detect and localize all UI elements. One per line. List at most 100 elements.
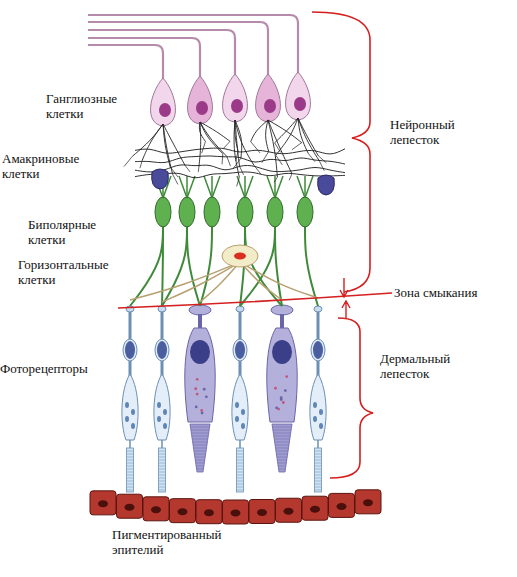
ganglion-dendrite [163, 124, 185, 166]
ganglion-nucleus [264, 99, 276, 113]
cone-granule [274, 387, 277, 390]
disc-stripe [315, 478, 322, 479]
rod-axon [317, 312, 320, 341]
disc-stripe [315, 484, 322, 485]
disc-stripe [315, 454, 322, 455]
disc-stripe [274, 436, 291, 437]
disc-stripe [159, 475, 166, 476]
disc-stripe [127, 478, 134, 479]
rod-inner-segment [232, 374, 248, 440]
disc-stripe [278, 466, 286, 467]
part-label: Горизонтальные клетки [18, 258, 104, 287]
disc-stripe [315, 466, 322, 467]
disc-stripe [159, 457, 166, 458]
ganglion-dendrite [200, 122, 227, 156]
disc-stripe [127, 475, 134, 476]
disc-stripe [190, 427, 209, 428]
rod-cilium [317, 440, 319, 448]
epithelium-cell [90, 491, 116, 515]
ganglion-soma [286, 72, 311, 120]
horizontal-process [162, 262, 240, 302]
horizontal-process [240, 262, 318, 298]
epithelium-cell [117, 494, 143, 518]
bipolar-cells [130, 176, 318, 306]
horizontal-cell [130, 245, 318, 302]
amacrine-soma [318, 175, 335, 195]
cone-nucleus [272, 340, 292, 364]
epithelium-nucleus [231, 509, 241, 516]
disc-stripe [278, 463, 287, 464]
epithelium-cell [355, 490, 381, 514]
disc-stripe [127, 466, 134, 467]
disc-stripe [159, 460, 166, 461]
disc-stripe [315, 472, 322, 473]
disc-stripe [237, 484, 244, 485]
ganglion-axon [88, 38, 200, 78]
disc-stripe [159, 484, 166, 485]
ganglion-axon [88, 45, 163, 80]
mitochondrion [125, 416, 129, 422]
disc-stripe [237, 475, 244, 476]
dendrite-twig [251, 142, 260, 153]
mitochondrion [313, 402, 317, 408]
disc-stripe [127, 469, 134, 470]
dendrite-twig [292, 143, 302, 150]
neural-bracket [312, 12, 370, 292]
rod-soma [123, 339, 137, 361]
rod-cell [310, 306, 326, 492]
cone-granule [196, 378, 199, 381]
cone-outer-segment [272, 424, 292, 472]
disc-stripe [237, 460, 244, 461]
cone-granule [194, 387, 197, 390]
cone-granule [200, 409, 203, 412]
bipolar-dendrite [130, 225, 163, 306]
disc-stripe [195, 457, 205, 458]
rod-outer-segment [159, 448, 166, 492]
mitochondrion [313, 416, 317, 422]
disc-stripe [237, 490, 244, 491]
mitochondrion [157, 416, 161, 422]
ganglion-axon [88, 22, 268, 76]
disc-stripe [237, 454, 244, 455]
rod-soma [155, 339, 169, 361]
epithelium-nucleus [98, 500, 108, 507]
disc-stripe [315, 451, 322, 452]
disc-stripe [159, 469, 166, 470]
part-label: Биполярные клетки [28, 218, 108, 247]
disc-stripe [315, 481, 322, 482]
ganglion-soma [151, 78, 176, 126]
amacrine-process [135, 148, 345, 154]
epithelium-nucleus [178, 508, 188, 515]
disc-stripe [192, 439, 208, 440]
mitochondrion [235, 416, 239, 422]
dermal-bracket [330, 318, 373, 478]
disc-stripe [194, 454, 205, 455]
bipolar-axon-branch [212, 176, 220, 198]
part-label: Фоторецепторы [0, 362, 110, 377]
disc-stripe [237, 481, 244, 482]
mitochondrion [241, 409, 245, 415]
cone-nucleus [190, 340, 210, 364]
disc-stripe [127, 481, 134, 482]
bipolar-soma [267, 197, 283, 227]
amacrine-soma [152, 169, 169, 189]
cone-body [185, 328, 215, 422]
dendrite-twig [289, 174, 292, 180]
ganglion-dendrite [275, 118, 298, 143]
mitochondrion [319, 423, 323, 429]
ganglion-cells [88, 15, 310, 126]
disc-stripe [272, 427, 291, 428]
disc-stripe [275, 445, 289, 446]
disc-stripe [315, 487, 322, 488]
disc-stripe [127, 472, 134, 473]
cone-body [267, 328, 297, 422]
bipolar-axon-branch [204, 176, 212, 198]
disc-stripe [276, 448, 289, 449]
cone-granule [195, 405, 198, 408]
disc-stripe [192, 436, 209, 437]
rod-cilium [129, 440, 131, 448]
ganglion-dendrite [266, 120, 269, 151]
epithelium-nucleus [363, 499, 373, 506]
ganglion-dendrite [298, 118, 319, 161]
